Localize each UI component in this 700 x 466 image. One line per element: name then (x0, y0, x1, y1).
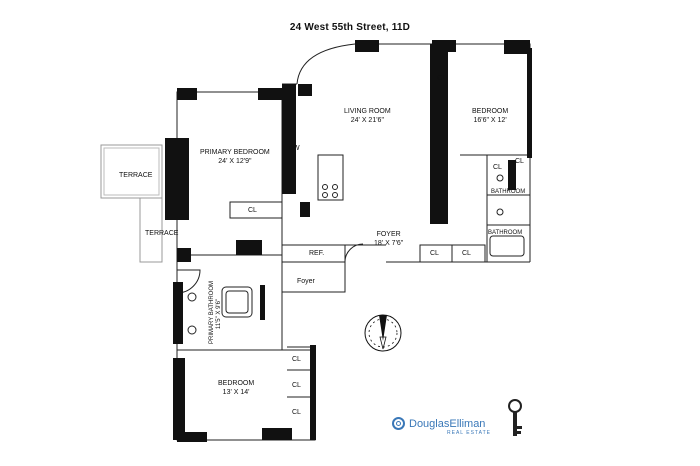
brand-mark-icon (392, 417, 405, 430)
brand-logo: DouglasElliman (392, 417, 485, 430)
fixture-dishwasher: DW (288, 145, 300, 152)
closet-label: CL (515, 158, 524, 165)
closet-label: CL (430, 250, 439, 257)
key-icon (508, 399, 522, 436)
fixture-refrigerator: REF. (309, 250, 325, 257)
brand-name: DouglasElliman (409, 417, 486, 430)
closet-label: CL (292, 382, 301, 389)
closet-label: CL (292, 409, 301, 416)
room-bedroom-south: BEDROOM 13' X 14' (218, 380, 255, 396)
room-terrace-lower: TERRACE (145, 230, 179, 237)
closet-label: CL (462, 250, 471, 257)
closet-label: CL (248, 207, 257, 214)
room-bedroom-east: BEDROOM 16'6" X 12' (472, 108, 509, 124)
room-terrace-upper: TERRACE (119, 172, 153, 179)
page-title: 24 West 55th Street, 11D (289, 22, 411, 33)
room-foyer-main: FOYER 18' X 7'6" (374, 231, 404, 247)
room-living-room: LIVING ROOM 24' X 21'6" (344, 108, 391, 124)
closet-label: CL (437, 75, 446, 82)
brand-tagline: REAL ESTATE (447, 430, 491, 436)
closet-label: CL (493, 164, 502, 171)
closet-label: CL (292, 356, 301, 363)
room-bathroom-lower: BATHROOM (488, 230, 523, 236)
room-primary-bathroom: PRIMARY BATHROOM 11'5" X 9'6" (209, 280, 222, 344)
room-foyer-small: Foyer (297, 278, 315, 285)
room-bathroom-upper: BATHROOM (491, 189, 526, 195)
compass-icon (364, 314, 402, 352)
room-primary-bedroom: PRIMARY BEDROOM 24' X 12'9" (200, 149, 270, 165)
